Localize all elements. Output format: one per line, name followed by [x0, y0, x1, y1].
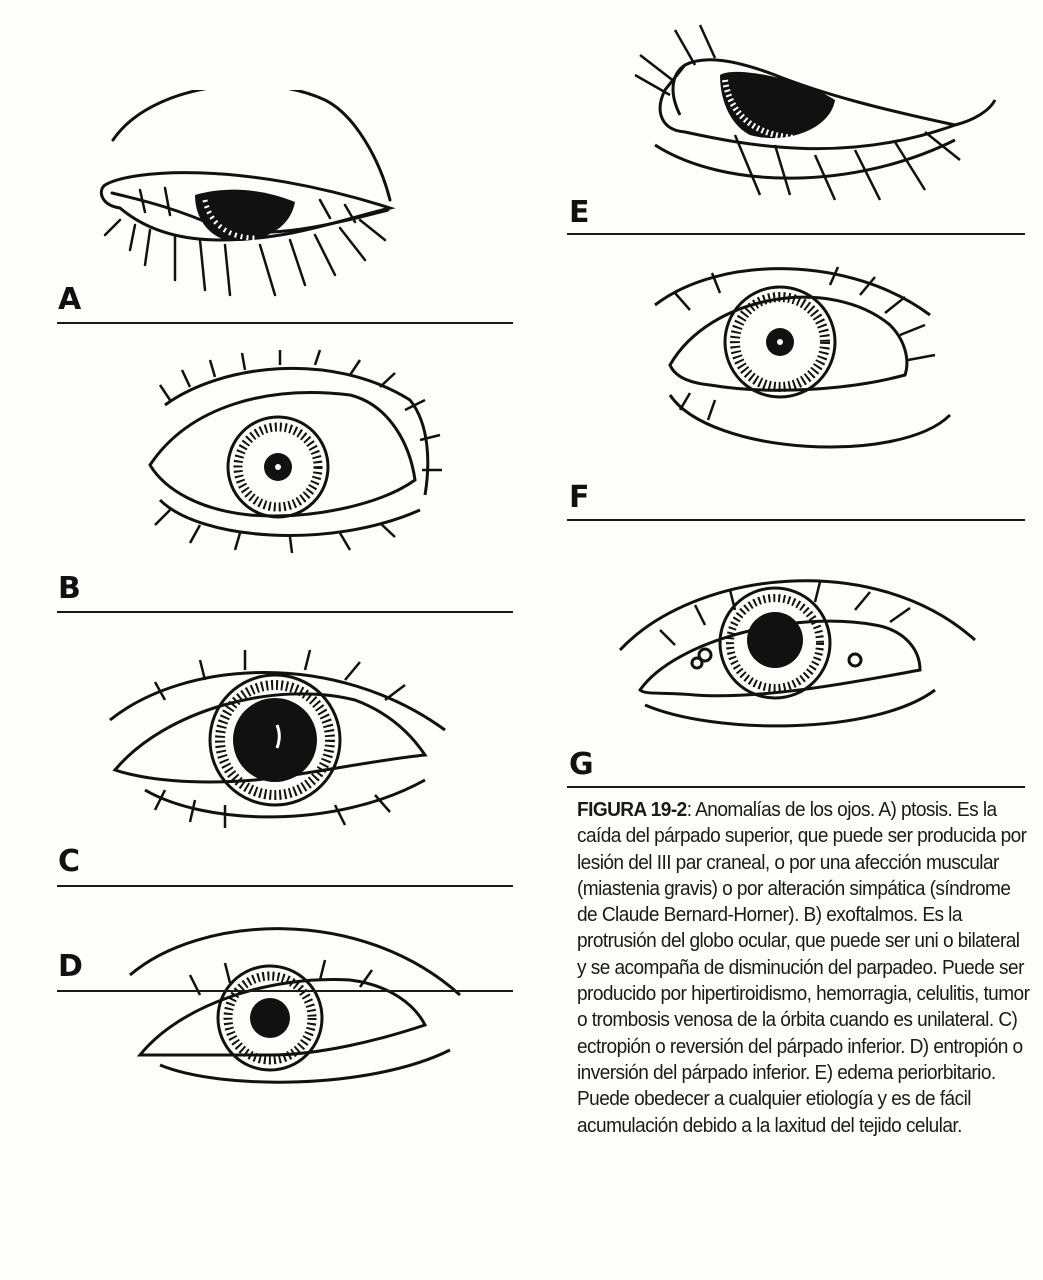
panel-d — [120, 915, 480, 1095]
panel-e-divider — [567, 233, 1025, 235]
panel-d-divider — [57, 990, 513, 992]
eye-ectropion-illustration — [109, 649, 446, 828]
panel-label-d: D — [58, 949, 83, 984]
panel-label-b: B — [58, 571, 81, 606]
panel-b — [130, 345, 450, 555]
panel-g-divider — [567, 786, 1025, 788]
panel-c — [105, 640, 465, 840]
figure-caption-text: : Anomalías de los ojos. A) ptosis. Es l… — [577, 798, 1030, 1137]
eye-ptosis-illustration — [99, 90, 396, 297]
eye-g-illustration — [618, 579, 977, 728]
panel-f — [650, 265, 980, 480]
panel-g — [615, 560, 985, 740]
panel-b-divider — [57, 611, 513, 613]
panel-f-divider — [567, 519, 1025, 521]
panel-a — [90, 90, 420, 310]
panel-label-e: E — [569, 195, 590, 230]
panel-label-f: F — [569, 480, 590, 515]
eye-periorbital-edema-illustration — [634, 24, 997, 201]
eye-f-illustration — [654, 266, 952, 449]
panel-label-a: A — [58, 282, 82, 317]
panel-label-c: C — [58, 844, 81, 879]
figure-number: FIGURA 19-2 — [577, 798, 687, 821]
panel-label-g: G — [569, 747, 594, 782]
panel-e — [625, 20, 1005, 210]
panel-a-divider — [57, 322, 513, 324]
eye-entropion-illustration — [129, 927, 462, 1084]
figure-caption: FIGURA 19-2: Anomalías de los ojos. A) p… — [577, 797, 1033, 1139]
eye-exophthalmos-illustration — [148, 349, 442, 554]
panel-c-divider — [57, 885, 513, 887]
